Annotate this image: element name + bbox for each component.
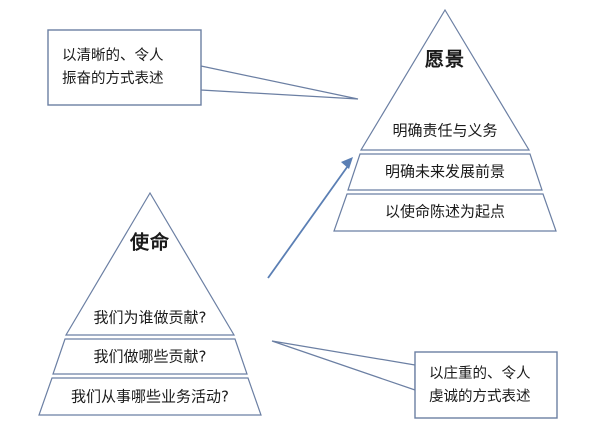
mission-pyramid: 使命 我们为谁做贡献? 我们做哪些贡献? 我们从事哪些业务活动? (38, 191, 262, 416)
mission-callout-line-1: 以庄重的、令人 (429, 364, 531, 382)
vision-band-3-label: 以使命陈述为起点 (385, 203, 505, 221)
mission-band-2-label: 我们做哪些贡献? (94, 348, 207, 366)
mission-callout-box[interactable] (414, 351, 558, 419)
vision-callout-line-1: 以清晰的、令人 (62, 47, 164, 64)
mission-band-3-label: 我们从事哪些业务活动? (71, 388, 229, 406)
vision-callout[interactable]: 以清晰的、令人 振奋的方式表述 (47, 29, 359, 106)
mission-callout-tail (271, 340, 416, 391)
vision-callout-line-2: 振奋的方式表述 (62, 70, 164, 87)
vision-title: 愿景 (425, 49, 465, 71)
mission-pyramid-band-2[interactable] (52, 338, 248, 375)
arrow-head-icon (341, 157, 353, 169)
mission-pyramid-cap[interactable] (64, 191, 236, 336)
vision-callout-box[interactable] (47, 29, 202, 106)
vision-band-2-label: 明确未来发展前景 (385, 163, 505, 181)
mission-callout-line-2: 虔诚的方式表述 (429, 388, 531, 405)
mission-callout[interactable]: 以庄重的、令人 虔诚的方式表述 (271, 340, 558, 419)
mission-pyramid-band-3[interactable] (38, 377, 262, 416)
vision-band-1-label: 明确责任与义务 (392, 122, 497, 140)
vision-pyramid: 愿景 明确责任与义务 明确未来发展前景 以使命陈述为起点 (333, 8, 557, 232)
vision-pyramid-band-3[interactable] (333, 193, 557, 232)
vision-callout-tail (200, 65, 359, 100)
arrow-shaft (267, 162, 351, 279)
mission-band-1-label: 我们为谁做贡献? (94, 309, 207, 327)
mission-to-vision-arrow (267, 157, 353, 279)
vision-pyramid-band-2[interactable] (347, 153, 543, 191)
vision-pyramid-cap[interactable] (359, 8, 531, 151)
mission-title: 使命 (129, 231, 170, 254)
